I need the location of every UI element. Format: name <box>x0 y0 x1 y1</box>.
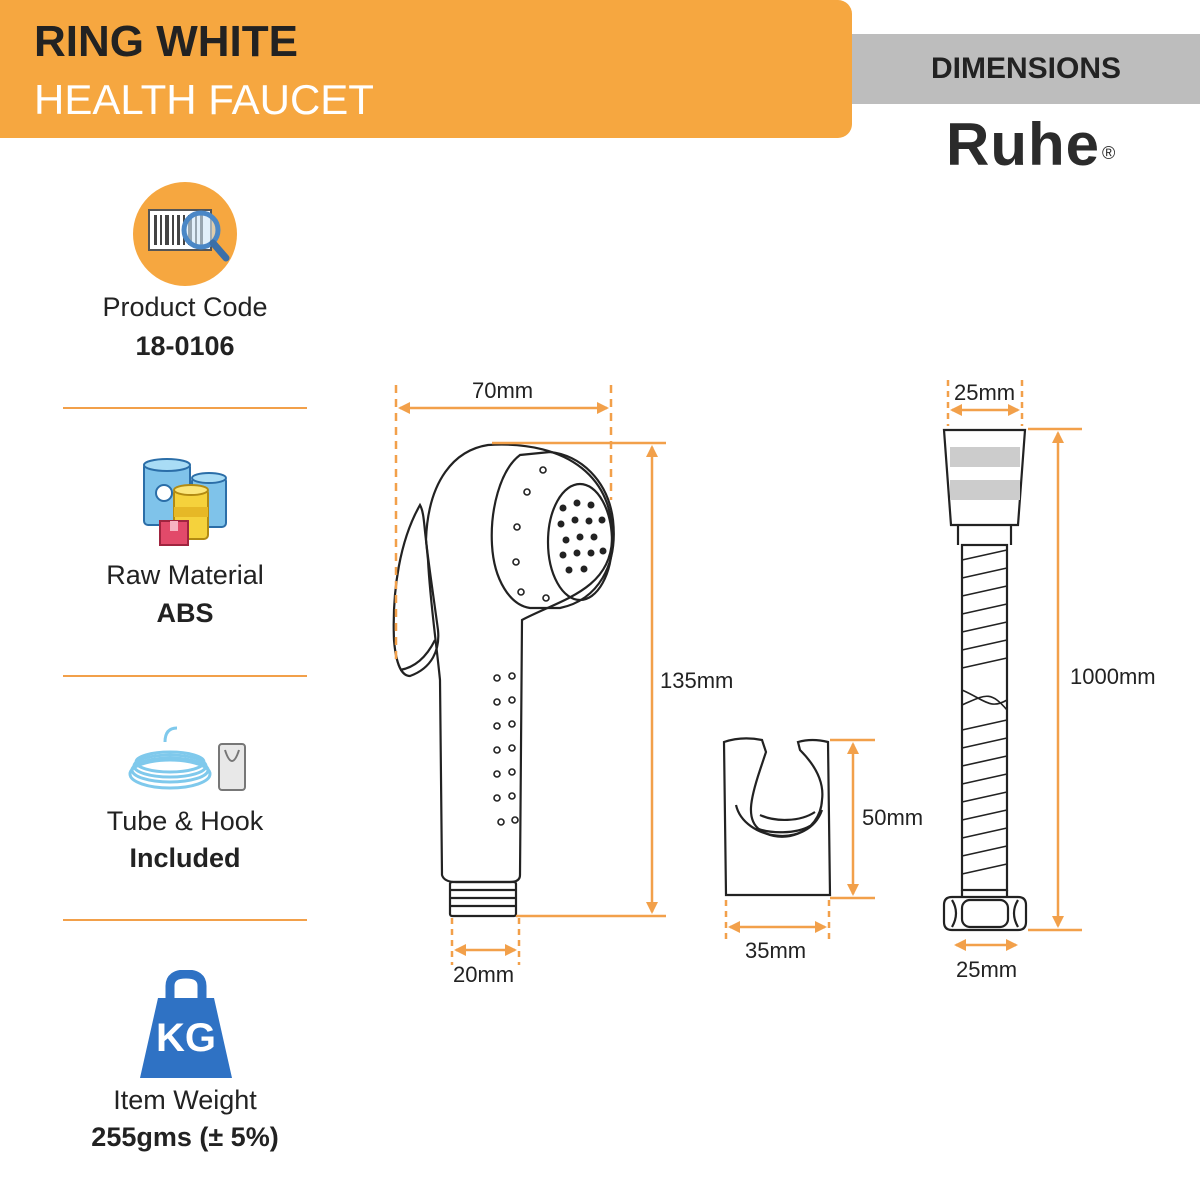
dimension-hook-width: 35mm <box>745 938 807 963</box>
kg-weight-icon: KG <box>138 970 234 1082</box>
tube-nut <box>942 890 1028 932</box>
registered-mark: ® <box>1102 143 1117 163</box>
wall-hook-outline <box>722 737 832 897</box>
spec-value-tube-hook: Included <box>129 843 241 873</box>
barcode-search-icon <box>133 182 237 286</box>
spec-column: Product Code 18-0106 Raw Material ABS Tu… <box>0 0 370 1200</box>
health-faucet-outline <box>392 443 615 918</box>
spec-value-raw-material: ABS <box>156 598 214 628</box>
product-title: RING WHITE <box>34 17 298 66</box>
dimensions-tag-label: DIMENSIONS <box>930 52 1122 85</box>
spec-divider <box>63 407 307 409</box>
faucet-side-holes <box>493 466 550 826</box>
tube-spiral <box>961 549 1008 875</box>
dimension-faucet-height: 135mm <box>660 668 734 693</box>
tube-and-hook-icon <box>128 726 246 791</box>
brand-logo: Ruhe® <box>946 112 1116 178</box>
spec-value-item-weight: 255gms (± 5%) <box>91 1122 279 1152</box>
spec-value-product-code: 18-0106 <box>135 331 235 361</box>
flexible-tube-outline <box>942 428 1027 892</box>
dimension-tube-top: 25mm <box>954 380 1016 405</box>
kg-label: KG <box>156 1016 216 1060</box>
title-banner: RING WHITE HEALTH FAUCET <box>0 0 852 138</box>
spec-label-product-code: Product Code <box>102 292 268 322</box>
dimension-tube-length: 1000mm <box>1070 664 1156 689</box>
dimension-faucet-thread: 20mm <box>453 962 515 987</box>
brand-name: Ruhe <box>946 111 1100 178</box>
dimension-faucet-width: 70mm <box>472 378 534 403</box>
dimension-hook-height: 50mm <box>862 805 924 830</box>
dimensions-tag: DIMENSIONS <box>852 34 1200 104</box>
product-subtitle: HEALTH FAUCET <box>34 76 374 123</box>
spec-divider <box>63 919 307 921</box>
dimension-tube-bottom: 25mm <box>956 957 1018 982</box>
spec-divider <box>63 675 307 677</box>
faucet-spray-holes <box>557 499 607 574</box>
raw-material-containers-icon <box>143 458 227 546</box>
spec-label-raw-material: Raw Material <box>106 560 264 590</box>
spec-label-item-weight: Item Weight <box>113 1085 257 1115</box>
spec-label-tube-hook: Tube & Hook <box>106 806 264 836</box>
